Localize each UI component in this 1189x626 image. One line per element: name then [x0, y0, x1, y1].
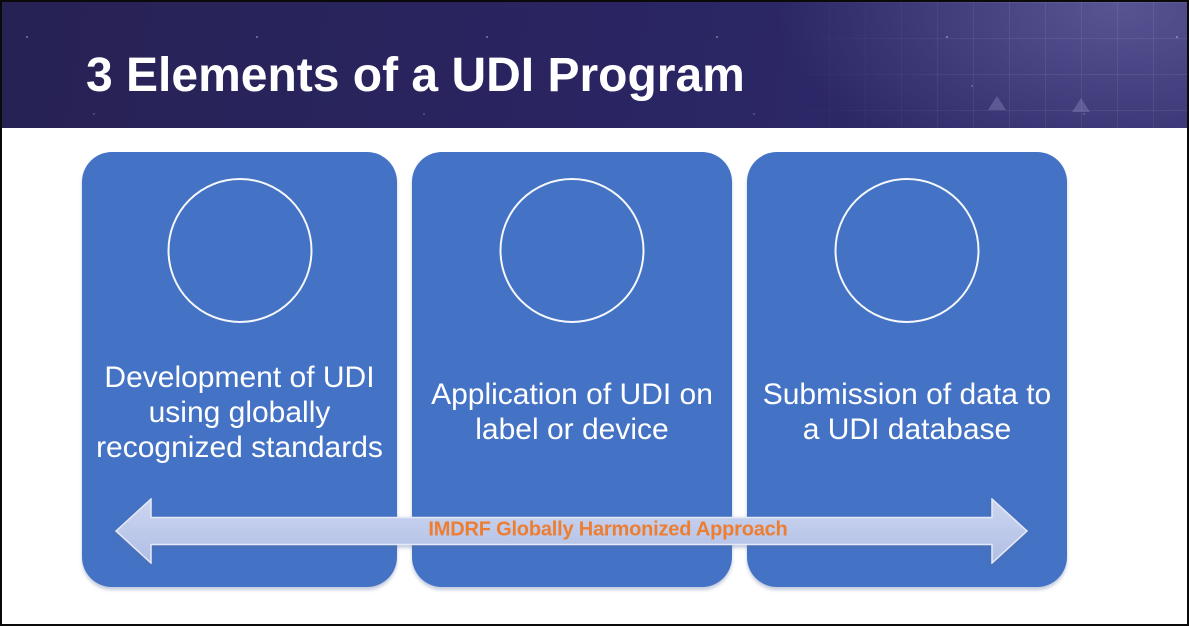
triangle-decoration-icon	[1072, 98, 1090, 112]
card-application-label: Application of UDI on label or device	[431, 378, 713, 446]
card-development-label: Development of UDI using globally recogn…	[96, 360, 383, 464]
circle-placeholder-icon	[499, 178, 645, 323]
card-submission-label: Submission of data to a UDI database	[762, 378, 1052, 446]
triangle-decoration-icon	[988, 96, 1006, 110]
circle-placeholder-icon	[834, 178, 980, 323]
arrow-label: IMDRF Globally Harmonized Approach	[428, 518, 788, 541]
circle-placeholder-icon	[167, 178, 312, 323]
double-arrow-icon	[115, 498, 1028, 564]
card-application: Application of UDI on label or device	[412, 152, 732, 587]
header-grid-texture	[757, 2, 1187, 128]
slide-header: 3 Elements of a UDI Program	[2, 2, 1187, 128]
card-submission: Submission of data to a UDI database	[747, 152, 1067, 587]
slide-title: 3 Elements of a UDI Program	[86, 49, 745, 102]
